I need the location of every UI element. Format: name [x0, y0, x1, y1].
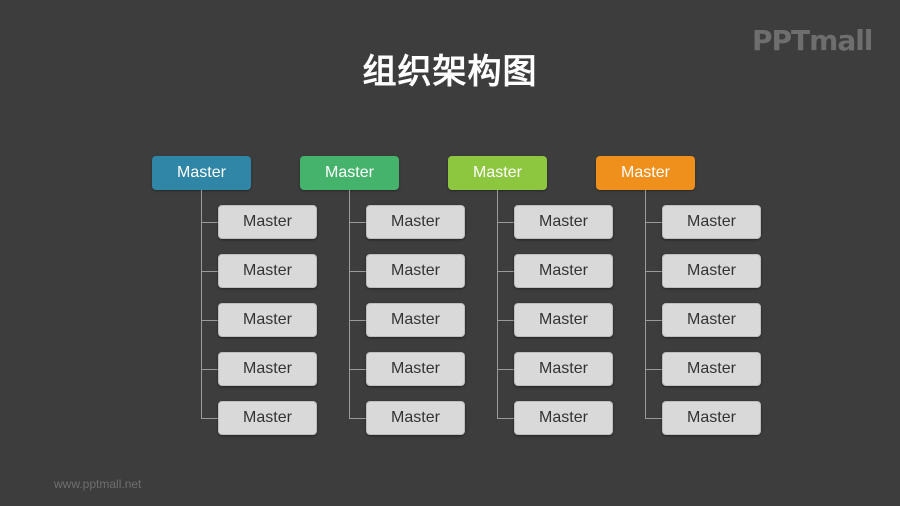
- connector-horizontal: [497, 369, 514, 370]
- org-head-node[interactable]: Master: [448, 156, 547, 190]
- connector-horizontal: [497, 271, 514, 272]
- org-head-node[interactable]: Master: [300, 156, 399, 190]
- org-child-node[interactable]: Master: [514, 303, 613, 337]
- page-title: 组织架构图: [362, 52, 538, 92]
- connector-horizontal: [201, 369, 218, 370]
- connector-horizontal: [349, 271, 366, 272]
- connector-horizontal: [201, 418, 218, 419]
- connector-horizontal: [201, 320, 218, 321]
- org-child-node[interactable]: Master: [218, 254, 317, 288]
- org-child-node[interactable]: Master: [662, 205, 761, 239]
- pptmall-logo: PPTmall: [752, 24, 873, 57]
- connector-vertical: [497, 190, 498, 418]
- org-child-node[interactable]: Master: [662, 254, 761, 288]
- org-child-node[interactable]: Master: [218, 205, 317, 239]
- connector-horizontal: [645, 271, 662, 272]
- connector-horizontal: [645, 320, 662, 321]
- org-child-node[interactable]: Master: [218, 352, 317, 386]
- org-child-node[interactable]: Master: [218, 303, 317, 337]
- footer-url: www.pptmall.net: [54, 477, 142, 491]
- connector-horizontal: [645, 222, 662, 223]
- org-child-node[interactable]: Master: [366, 352, 465, 386]
- connector-horizontal: [349, 320, 366, 321]
- org-head-node[interactable]: Master: [152, 156, 251, 190]
- org-child-node[interactable]: Master: [514, 401, 613, 435]
- org-child-node[interactable]: Master: [514, 205, 613, 239]
- org-child-node[interactable]: Master: [662, 352, 761, 386]
- org-child-node[interactable]: Master: [366, 303, 465, 337]
- connector-vertical: [349, 190, 350, 418]
- org-child-node[interactable]: Master: [662, 303, 761, 337]
- org-child-node[interactable]: Master: [366, 205, 465, 239]
- connector-horizontal: [645, 369, 662, 370]
- connector-vertical: [645, 190, 646, 418]
- connector-horizontal: [349, 369, 366, 370]
- org-head-node[interactable]: Master: [596, 156, 695, 190]
- org-child-node[interactable]: Master: [514, 254, 613, 288]
- org-child-node[interactable]: Master: [218, 401, 317, 435]
- connector-horizontal: [349, 222, 366, 223]
- org-child-node[interactable]: Master: [514, 352, 613, 386]
- connector-horizontal: [497, 418, 514, 419]
- connector-vertical: [201, 190, 202, 418]
- org-child-node[interactable]: Master: [366, 254, 465, 288]
- org-child-node[interactable]: Master: [366, 401, 465, 435]
- connector-horizontal: [497, 222, 514, 223]
- org-child-node[interactable]: Master: [662, 401, 761, 435]
- connector-horizontal: [349, 418, 366, 419]
- connector-horizontal: [201, 271, 218, 272]
- connector-horizontal: [201, 222, 218, 223]
- connector-horizontal: [497, 320, 514, 321]
- connector-horizontal: [645, 418, 662, 419]
